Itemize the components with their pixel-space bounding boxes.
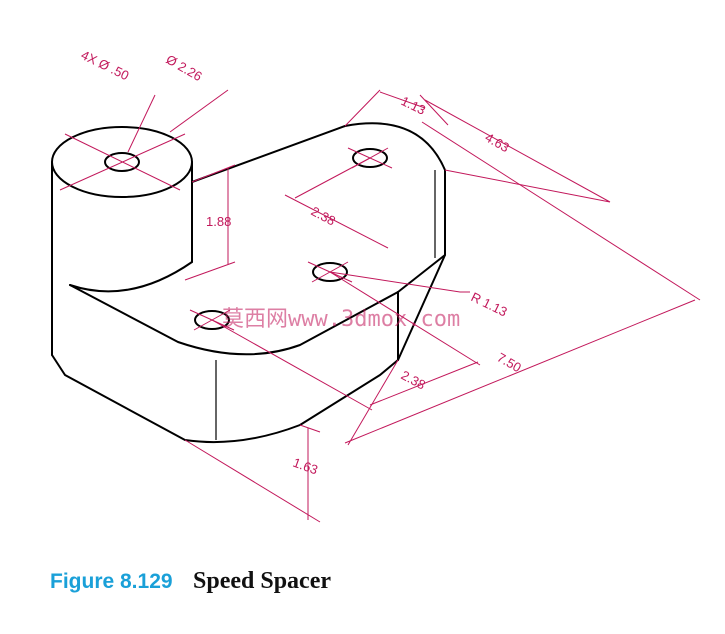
figure-label: Figure 8.129 [50,570,173,593]
width-top-callout: 4.63 [483,130,512,156]
speed-spacer-drawing: 4X Ø .50 Ø 2.26 1.13 4.63 1.88 2.38 R 1.… [51,47,701,523]
figure-caption: Figure 8.129 Speed Spacer [50,568,331,595]
dim-top-lines [344,89,611,203]
dimension-lines [59,89,701,523]
base-height-callout: 1.63 [291,455,320,478]
dim-7-50-lines [344,121,701,446]
plate-top-front [69,284,399,356]
figure-title: Speed Spacer [193,568,332,594]
plate-right-arc [397,254,446,293]
dim-2-38-b-lines [211,271,481,411]
holes [104,148,388,330]
dimension-labels: 4X Ø .50 Ø 2.26 1.13 4.63 1.88 2.38 R 1.… [79,47,524,477]
base-bottom-edge [51,354,399,444]
boss-height-callout: 1.88 [206,214,231,229]
hole-spacing-b-callout: 2.38 [399,367,428,392]
offset-top-callout: 1.13 [399,93,428,118]
boss-base-curve [69,261,193,293]
hole-spacing-a-callout: 2.38 [309,203,338,228]
watermark: 莫西网www.3dmox.com [222,307,460,332]
dim-1-63-lines [184,424,321,523]
holes-callout: 4X Ø .50 [79,47,132,83]
boss-diameter-callout: Ø 2.26 [164,52,205,85]
radius-leader [329,271,470,293]
boss-dia-leader [169,89,229,133]
radius-callout: R 1.13 [469,289,510,319]
dim-1-88-lines [184,164,236,281]
plate-top-back [191,122,446,361]
dim-2-38-a-lines [284,157,389,249]
object-outline [51,122,446,444]
boss-centerlines [59,133,186,191]
holes-leader [127,94,156,153]
